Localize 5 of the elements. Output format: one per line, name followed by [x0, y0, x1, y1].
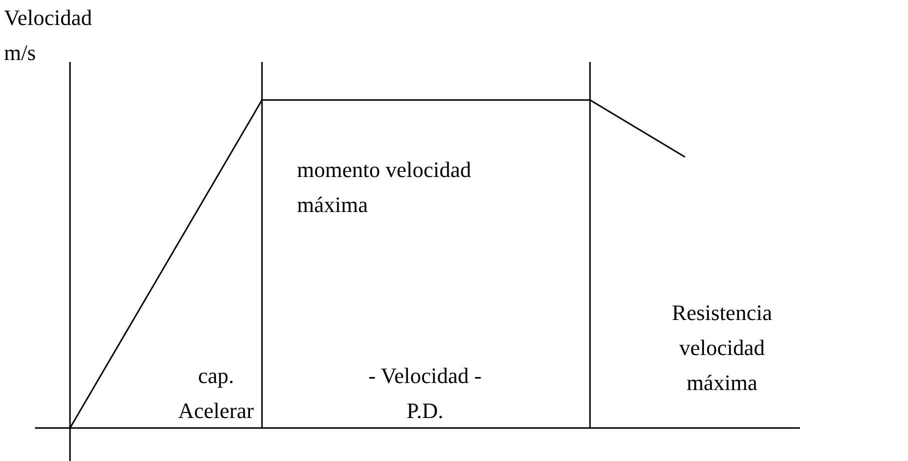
region-label: momento velocidad máxima: [297, 156, 472, 219]
region-label: Resistencia velocidad máxima: [670, 299, 774, 397]
region-label: - Velocidad - P.D.: [367, 362, 483, 425]
region-label: cap. Acelerar: [177, 362, 255, 425]
axis-label: Velocidad m/s: [4, 4, 93, 67]
